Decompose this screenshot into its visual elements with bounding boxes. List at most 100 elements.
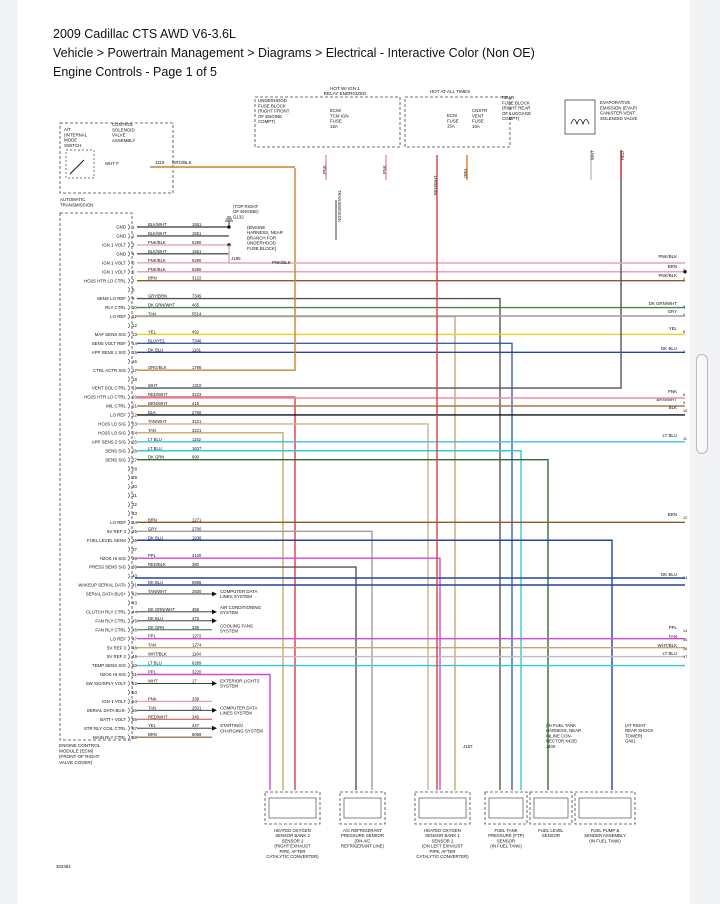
rear-fuse-block-outline bbox=[404, 96, 511, 148]
cnstr-vent-fuse-label: VENT bbox=[472, 113, 484, 118]
component-body bbox=[268, 797, 317, 819]
figure-id: 303484 bbox=[56, 864, 71, 869]
page-ref-number: 7 bbox=[683, 350, 685, 354]
ecm-pin-label: CLUTCH RLY CTRL bbox=[86, 609, 126, 614]
wire-color-label: TAN/WHT bbox=[148, 589, 167, 594]
component-label: SENSOR bbox=[497, 838, 515, 843]
system-arrow-label: LINES SYSTEM bbox=[220, 594, 252, 599]
component-label: (RIGHT EXHAUST bbox=[274, 844, 311, 849]
wire-color-label: BRN bbox=[148, 276, 157, 281]
page-ref-number: 1 bbox=[683, 268, 685, 272]
right-wire-label: BRN bbox=[668, 512, 677, 517]
circuit-number: 1936 bbox=[192, 535, 202, 540]
ecm-pin-label: SW SIG/SPLY VOLT bbox=[86, 681, 127, 686]
ecm-pin-label: BATT+ VOLT bbox=[100, 717, 126, 722]
fuel-tank-harness-note: NECTOR X420) bbox=[546, 739, 577, 744]
component-outline bbox=[414, 791, 471, 825]
circuit-number: 1162 bbox=[192, 437, 202, 442]
wire-color-label: BLK bbox=[148, 410, 156, 415]
scrollbar[interactable] bbox=[696, 354, 708, 454]
page-ref-number: 9 bbox=[683, 401, 685, 405]
circuit-number: 2501 bbox=[192, 705, 202, 710]
pin-bracket bbox=[127, 295, 130, 302]
ecm-pin-number: 13 bbox=[132, 332, 137, 337]
wire-color-label: LT BLU bbox=[148, 661, 162, 666]
circuit-number: 5290 bbox=[192, 240, 202, 245]
component-label: (IN FUEL TANK) bbox=[490, 844, 522, 849]
pin-bracket bbox=[127, 376, 130, 382]
ecm-pin-label: HO2S HTR LO CTRL bbox=[84, 278, 127, 283]
right-wire-label: TAN bbox=[669, 634, 677, 639]
pin-bracket bbox=[127, 591, 130, 597]
pin-bracket bbox=[127, 412, 130, 418]
pin-bracket bbox=[127, 671, 130, 678]
page-ref-number: 11 bbox=[683, 437, 687, 441]
wire-color-label: BLU/YEL bbox=[148, 338, 166, 343]
pin-bracket bbox=[127, 510, 130, 517]
page-ref-number: 6 bbox=[683, 330, 685, 334]
pin-bracket bbox=[127, 716, 130, 722]
ecm-pin-label: FAN RLY CTRL bbox=[95, 618, 126, 623]
component-outline bbox=[529, 791, 573, 825]
right-wire-label: WHT/BLK bbox=[657, 643, 677, 648]
ecm-pin-label: HO2S HTR LO CTRL bbox=[84, 395, 127, 400]
circuit-number: 5290 bbox=[192, 258, 202, 263]
circuit-number: 2760 bbox=[192, 410, 202, 415]
ecm-pin-number: 53 bbox=[132, 690, 137, 695]
ecm-pin-number: 19 bbox=[132, 386, 137, 391]
ground-g401-label: REAR SHOCK bbox=[625, 728, 654, 733]
circuit-number: 380 bbox=[192, 562, 200, 567]
ecm-pin-number: 36 bbox=[132, 538, 137, 543]
pin-bracket bbox=[127, 224, 130, 230]
system-arrow bbox=[212, 609, 217, 615]
fuel-tank-harness-note: HARNESS, NEAR bbox=[546, 728, 581, 733]
automatic-transmission-label: AUTOMATIC bbox=[60, 197, 85, 202]
transmission-outline bbox=[59, 122, 174, 194]
component-label: SENSOR BANK 1 bbox=[425, 833, 460, 838]
wire-26 bbox=[137, 450, 522, 790]
circuit-number: 1219 bbox=[155, 160, 165, 165]
ecm-module-label: MODULE (ECM) bbox=[59, 749, 94, 754]
ecm-pin-number: 27 bbox=[132, 457, 137, 462]
ecm-tcm-fuse-label: TCM IGN bbox=[330, 113, 349, 118]
ecm-pin-number: 32 bbox=[132, 502, 137, 507]
wire-pnkblk-bus bbox=[228, 244, 685, 264]
fuel-tank-harness-note: (IN FUEL TANK bbox=[546, 723, 576, 728]
engine-harness-note: FUSE BLOCK) bbox=[247, 246, 277, 251]
wire-color-label: PPL bbox=[148, 634, 157, 639]
circuit-number: 3121 bbox=[192, 419, 202, 424]
ecm-pin-number: 14 bbox=[132, 341, 137, 346]
circuit-number: 3221 bbox=[192, 428, 202, 433]
ecm-pin-label: HO2S LO SIG bbox=[98, 430, 126, 435]
right-wire-label: DK BLU bbox=[661, 572, 677, 577]
pin-bracket bbox=[127, 653, 130, 660]
wire-color-label: TAN bbox=[148, 312, 156, 317]
component-label: CATALYTIC CONVERTER) bbox=[416, 854, 469, 859]
wire-9 bbox=[137, 297, 501, 790]
wire-36 bbox=[137, 539, 613, 790]
pin-bracket bbox=[127, 439, 130, 445]
ecm-pin-label: SENS VOLT REF bbox=[92, 341, 127, 346]
wire-38 bbox=[137, 557, 441, 790]
breadcrumb[interactable]: Vehicle > Powertrain Management > Diagra… bbox=[53, 46, 535, 60]
ecm-pin-label: IGN 1 VOLT bbox=[102, 699, 126, 704]
splice-j187-label: J187 bbox=[463, 744, 473, 749]
evap-solenoid-label: EVAPORATIVE bbox=[600, 100, 630, 105]
component-body bbox=[488, 797, 524, 819]
ecm-pin-number: 5 bbox=[132, 260, 135, 265]
fuel-tank-harness-note: J400 bbox=[546, 744, 556, 749]
underhood-fuse-block-label: FUSE BLOCK bbox=[258, 103, 286, 108]
ecm-pin-number: 20 bbox=[132, 395, 137, 400]
pin-bracket bbox=[127, 635, 130, 642]
circuit-number: 1786 bbox=[192, 365, 202, 370]
wire-color-label: PNK/BLK bbox=[148, 267, 166, 272]
pin-bracket bbox=[127, 251, 130, 257]
ecm-module-label: ENGINE CONTROL bbox=[59, 743, 101, 748]
ecm-pin-number: 39 bbox=[132, 565, 137, 570]
page-ref-number: 2 bbox=[683, 277, 685, 281]
ecm-pin-number: 9 bbox=[132, 296, 135, 301]
right-wire-label: PNK/BLK bbox=[658, 273, 677, 278]
pin-bracket bbox=[127, 725, 130, 731]
ecm-pin-label: HO2S LO SIG bbox=[98, 422, 126, 427]
fuel-tank-harness-note: INLINE CON- bbox=[546, 733, 573, 738]
